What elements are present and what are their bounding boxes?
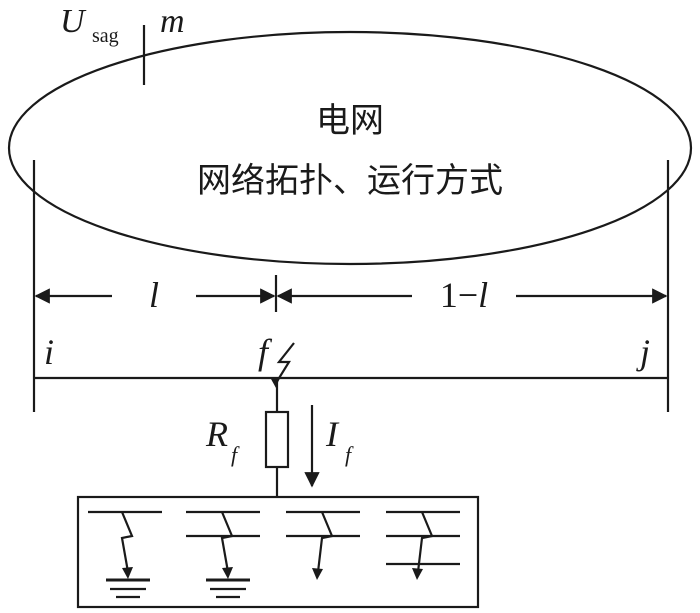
node-j-label: j bbox=[636, 332, 650, 372]
grid-title: 电网 bbox=[316, 101, 384, 141]
dist-right-prefix: 1− bbox=[440, 275, 478, 315]
node-i-label: i bbox=[44, 332, 54, 372]
fault-resistance-main: R bbox=[205, 414, 228, 454]
u-sag-sub: sag bbox=[92, 25, 119, 47]
fault-lightning-icon bbox=[271, 342, 295, 388]
bus-m-label: m bbox=[160, 3, 185, 40]
fault-current-main: I bbox=[325, 414, 340, 454]
fault-type-box bbox=[76, 495, 480, 609]
u-sag-main: U bbox=[60, 3, 87, 40]
fault-current-sub: f bbox=[345, 442, 354, 467]
fault-resistor bbox=[264, 410, 290, 469]
fault-resistance-label: R f bbox=[205, 414, 240, 467]
fault-current-label: I f bbox=[325, 414, 354, 467]
fault-type-single-phase-ground bbox=[88, 510, 162, 599]
dist-left-label: l bbox=[149, 275, 159, 315]
fault-resistance-sub: f bbox=[231, 442, 240, 467]
dist-right-label: 1−l bbox=[440, 275, 488, 315]
node-f-label: f bbox=[258, 332, 273, 372]
fault-type-two-phase-ground bbox=[186, 510, 260, 599]
dist-right-var: l bbox=[478, 275, 488, 315]
voltage-sag-label: U sag bbox=[60, 3, 119, 47]
grid-ellipse bbox=[7, 30, 693, 266]
grid-subtitle: 网络拓扑、运行方式 bbox=[197, 161, 503, 201]
fault-type-two-phase bbox=[286, 510, 360, 580]
fault-type-three-phase bbox=[386, 510, 460, 580]
